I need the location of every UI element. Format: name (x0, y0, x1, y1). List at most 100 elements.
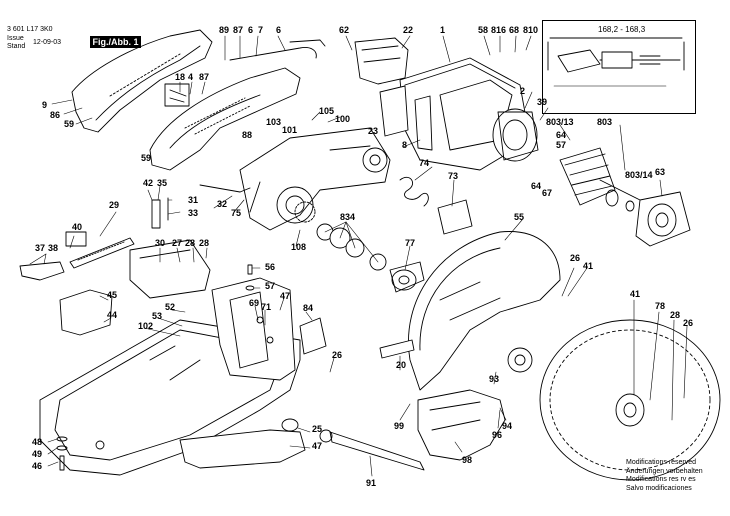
part-label: 63 (655, 167, 666, 177)
figure-label: Fig./Abb. 1 (90, 36, 141, 48)
part-label: 73 (448, 171, 459, 181)
part-label: 55 (514, 212, 525, 222)
part-label: 22 (403, 25, 414, 35)
cutting-disc (539, 319, 721, 481)
part-label: 834 (340, 212, 356, 222)
part-label: 62 (339, 25, 350, 35)
part-label: 29 (109, 200, 120, 210)
part-label: 74 (419, 158, 430, 168)
part-label: 28 (199, 238, 210, 248)
part-label: 96 (492, 430, 503, 440)
part-label: 28 (670, 310, 681, 320)
note-line: Modifications reserved (626, 459, 697, 466)
fan (492, 108, 539, 162)
part-label: 103 (266, 117, 282, 127)
part-label: 41 (583, 261, 594, 271)
lock-rod (199, 184, 251, 193)
part-label: 93 (489, 374, 500, 384)
part-label: 28 (185, 238, 196, 248)
side-plate (299, 317, 327, 355)
vise-bracket (211, 277, 296, 381)
part-label: 57 (556, 140, 567, 150)
modification-notes: Modifications reserved Änderungen vorbeh… (626, 459, 703, 493)
part-label: 2 (520, 86, 526, 96)
part-label: 108 (291, 242, 307, 252)
part-label: 89 (219, 25, 230, 35)
bracket-screws (245, 264, 255, 291)
blade-guard (408, 231, 561, 391)
part-label: 9 (42, 100, 48, 110)
part-label: 8 (402, 140, 408, 150)
armature (559, 147, 641, 212)
part-label: 40 (72, 222, 83, 232)
part-label: 64 (531, 181, 542, 191)
part-label: 26 (683, 318, 694, 328)
part-label: 803 (597, 117, 613, 127)
part-label: 53 (152, 311, 163, 321)
part-label: 59 (64, 119, 75, 129)
armature-detail (547, 37, 685, 73)
part-label: 101 (282, 125, 298, 135)
part-label: 71 (261, 302, 272, 312)
motor-flange (635, 191, 691, 247)
issue-date: 12-09-03 (33, 39, 62, 46)
part-label: 18 (175, 72, 186, 82)
part-label: 47 (280, 291, 291, 301)
part-label: 59 (141, 153, 152, 163)
stand-label: Stand (7, 43, 26, 50)
part-label: 86 (50, 110, 61, 120)
part-label: 7 (258, 25, 264, 35)
clamp-block (65, 231, 87, 247)
part-label: 94 (502, 421, 513, 431)
handle-assembly (71, 29, 213, 133)
vise-clamp (59, 289, 113, 336)
part-label: 20 (396, 360, 407, 370)
part-label: 52 (165, 302, 176, 312)
part-label: 38 (48, 243, 59, 253)
part-label: 78 (655, 301, 666, 311)
part-label: 35 (157, 178, 168, 188)
spring-and-pin (399, 176, 473, 235)
part-label: 816 (491, 25, 507, 35)
part-label: 31 (188, 195, 199, 205)
part-label: 84 (303, 303, 314, 313)
vise-lever (19, 261, 65, 281)
warning-label (379, 339, 415, 359)
part-label: 99 (394, 421, 405, 431)
vise-spindle (69, 237, 135, 269)
part-label: 67 (542, 188, 553, 198)
leader-lines (29, 35, 688, 477)
part-label: 4 (188, 72, 194, 82)
switch-handle (149, 39, 326, 171)
vise-jaw (129, 239, 211, 299)
part-label: 75 (231, 208, 242, 218)
part-label: 1 (440, 25, 446, 35)
part-label: 87 (233, 25, 244, 35)
part-label: 23 (368, 126, 379, 136)
issue-label: Issue (7, 35, 24, 42)
part-label: 57 (265, 281, 276, 291)
rubber-foot (281, 418, 299, 432)
spindle-lock (389, 261, 425, 293)
pin-set (151, 197, 169, 229)
part-label: 68 (509, 25, 520, 35)
part-number: 3 601 L17 3K0 (7, 26, 53, 33)
part-label: 102 (138, 321, 154, 331)
part-label: 42 (143, 178, 154, 188)
part-label: 33 (188, 208, 199, 218)
part-label: 77 (405, 238, 416, 248)
gear-housing (239, 127, 391, 231)
note-line: Salvo modificaciones (626, 484, 692, 492)
part-label: 32 (217, 199, 228, 209)
part-label: 26 (570, 253, 581, 263)
wrench (319, 429, 425, 471)
part-label: 47 (312, 441, 323, 451)
armature-dimension-box (542, 20, 696, 114)
part-label: 30 (155, 238, 166, 248)
part-label: 44 (107, 310, 118, 320)
part-label: 26 (332, 350, 343, 360)
part-label: 49 (32, 449, 43, 459)
part-label: 803/14 (625, 170, 653, 180)
